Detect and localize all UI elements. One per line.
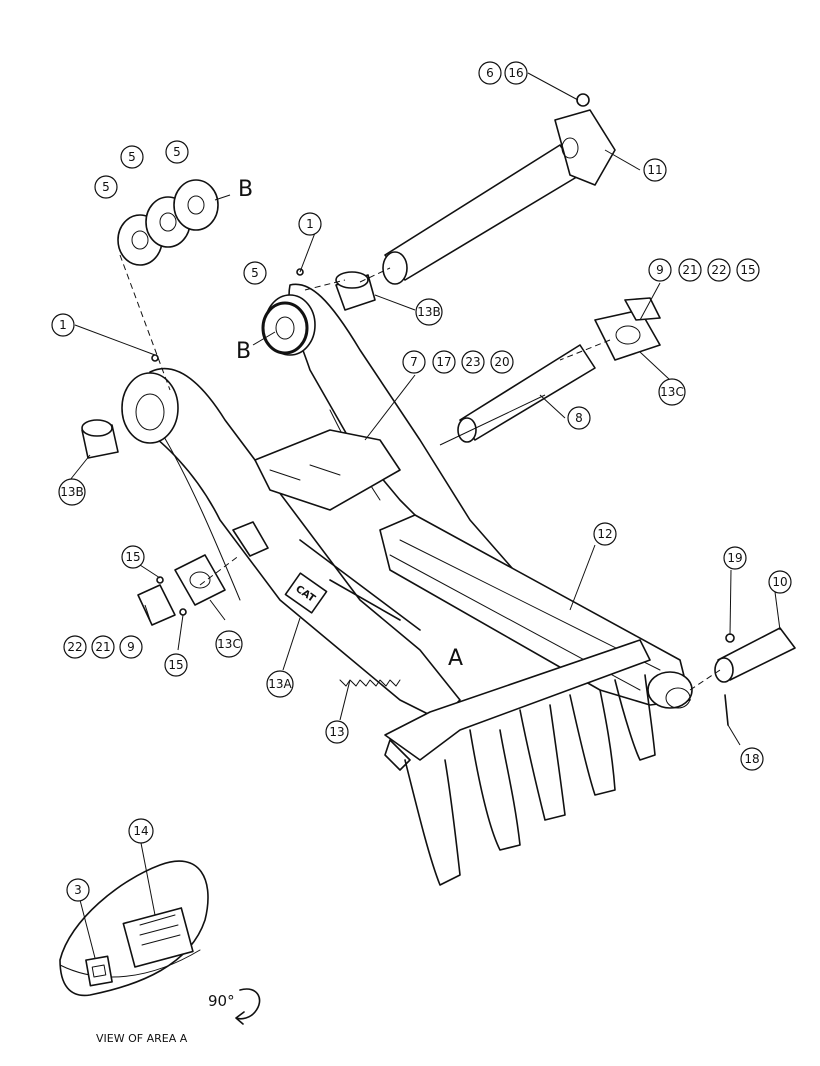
svg-text:18: 18 (744, 752, 759, 766)
callout-5: 5 (243, 261, 267, 285)
bushing-13b-top (335, 271, 376, 311)
svg-text:5: 5 (173, 145, 181, 159)
callout-13b: 13B (58, 478, 86, 506)
svg-text:12: 12 (597, 527, 612, 541)
callout-5: 5 (165, 140, 189, 164)
callout-19: 19 (723, 546, 747, 570)
svg-text:13C: 13C (217, 637, 241, 651)
pin-8 (457, 344, 596, 443)
svg-text:21: 21 (95, 640, 110, 654)
svg-text:5: 5 (128, 150, 136, 164)
bolt-15-a (156, 576, 164, 584)
callout-14: 14 (128, 818, 154, 844)
washers-5 (117, 179, 219, 266)
area-label-a: A (448, 646, 463, 671)
pin-10 (714, 627, 796, 726)
section-label-b: B (238, 177, 253, 202)
callout-5: 5 (120, 145, 144, 169)
callout-5: 5 (94, 175, 118, 199)
svg-text:16: 16 (508, 66, 523, 80)
callout-18: 18 (740, 747, 764, 771)
svg-text:19: 19 (727, 551, 742, 565)
rotation-label: 90° (208, 992, 235, 1010)
svg-text:23: 23 (465, 355, 480, 369)
svg-text:10: 10 (772, 575, 787, 589)
svg-text:11: 11 (647, 163, 662, 177)
callout-20: 20 (490, 350, 514, 374)
callout-15: 15 (121, 545, 145, 569)
callout-6: 6 (478, 61, 502, 85)
callout-15: 15 (164, 653, 188, 677)
callout-13: 13 (325, 720, 349, 744)
callout-15: 15 (736, 258, 760, 282)
callout-9: 9 (119, 635, 143, 659)
callout-17: 17 (432, 350, 456, 374)
svg-text:9: 9 (127, 640, 135, 654)
callout-8: 8 (567, 406, 591, 430)
svg-text:22: 22 (67, 640, 82, 654)
svg-text:13: 13 (329, 725, 344, 739)
svg-text:1: 1 (59, 318, 67, 332)
svg-text:9: 9 (656, 263, 664, 277)
callout-7: 7 (402, 350, 426, 374)
svg-text:15: 15 (125, 550, 140, 564)
svg-text:5: 5 (102, 180, 110, 194)
callout-13a: 13A (266, 670, 294, 698)
svg-text:22: 22 (711, 263, 726, 277)
svg-text:8: 8 (575, 411, 583, 425)
bolt-1-a (151, 354, 159, 362)
hydraulic-cylinder (382, 93, 616, 285)
ripper-frame (121, 283, 693, 886)
svg-text:5: 5 (251, 266, 259, 280)
leader-lines (69, 72, 781, 746)
svg-text:13C: 13C (660, 385, 684, 399)
svg-text:13B: 13B (417, 305, 441, 319)
plate-13c-right (594, 297, 661, 361)
svg-text:1: 1 (306, 217, 314, 231)
callout-13b: 13B (415, 298, 443, 326)
bolt-15-b (179, 608, 187, 616)
callout-22: 22 (707, 258, 731, 282)
callout-13c: 13C (658, 378, 686, 406)
svg-text:15: 15 (168, 658, 183, 672)
callout-3: 3 (66, 878, 90, 902)
plate-13c-left (137, 554, 226, 626)
rotation-arrow-icon (235, 988, 261, 1025)
svg-text:13A: 13A (268, 677, 292, 691)
callout-13c: 13C (215, 630, 243, 658)
callout-12: 12 (593, 522, 617, 546)
callout-22: 22 (63, 635, 87, 659)
svg-text:17: 17 (436, 355, 451, 369)
svg-text:6: 6 (486, 66, 494, 80)
view-of-area-a (59, 842, 209, 997)
svg-text:7: 7 (410, 355, 418, 369)
svg-text:20: 20 (494, 355, 509, 369)
callout-23: 23 (461, 350, 485, 374)
callout-10: 10 (768, 570, 792, 594)
svg-text:14: 14 (133, 824, 148, 838)
view-caption: VIEW OF AREA A (96, 1032, 188, 1045)
svg-text:13B: 13B (60, 485, 84, 499)
section-label-b: B (236, 339, 251, 364)
svg-text:21: 21 (682, 263, 697, 277)
svg-text:15: 15 (740, 263, 755, 277)
callout-1: 1 (51, 313, 75, 337)
callout-16: 16 (504, 61, 528, 85)
washer-5-installed (261, 301, 309, 355)
callout-1: 1 (298, 212, 322, 236)
callout-9: 9 (648, 258, 672, 282)
bushing-13b-left (81, 419, 119, 459)
callout-21: 21 (678, 258, 702, 282)
callout-21: 21 (91, 635, 115, 659)
svg-text:3: 3 (74, 883, 82, 897)
callout-11: 11 (643, 158, 667, 182)
